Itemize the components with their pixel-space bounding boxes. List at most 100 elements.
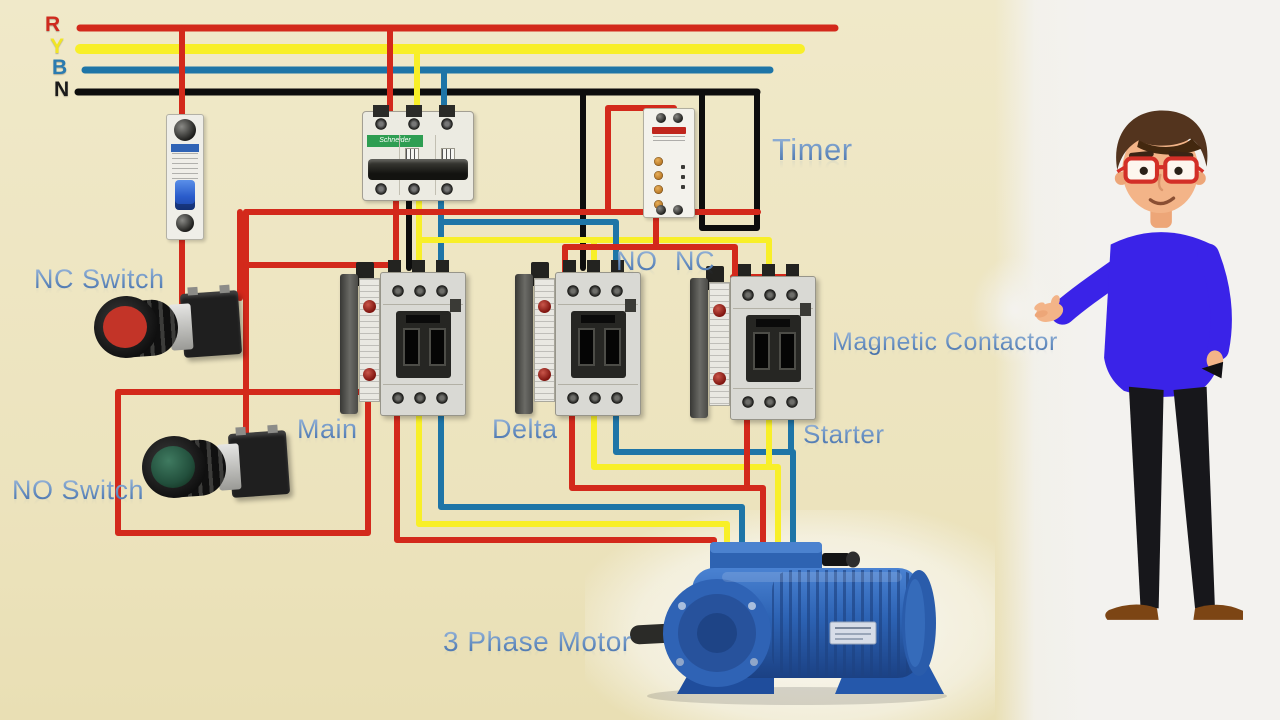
contactor-top-terminals: [563, 281, 633, 300]
bus-label-r: R: [45, 13, 61, 36]
timer-relay: [643, 108, 695, 218]
contactor-core-notch: [406, 315, 440, 323]
contactor-groove: [383, 304, 463, 305]
contactor-terminal-shrouds: [388, 260, 456, 274]
no-button-green-cap[interactable]: [151, 446, 195, 488]
mcb-toggle-lever[interactable]: [175, 180, 195, 210]
contactor-core-notch: [581, 315, 615, 323]
label-no-switch: NO Switch: [12, 475, 145, 505]
no-button-terminal: [235, 426, 246, 436]
contactor-body: [380, 272, 466, 416]
label-starter: Starter: [803, 419, 885, 449]
contactor-bottom-terminals: [388, 388, 458, 407]
wire-motor2-yellow: [591, 411, 781, 571]
contactor-brand-chip: [450, 299, 461, 312]
contactor-side-flange: [340, 274, 358, 414]
contactor-core-slot: [604, 328, 621, 366]
nc-button-terminal: [187, 286, 198, 296]
timer-led: [681, 185, 685, 189]
timer-led: [681, 165, 685, 169]
contactor-rating-label: [359, 278, 380, 402]
contactor-body: [730, 276, 816, 420]
contactor-core: [571, 311, 626, 378]
wire-control-link: [562, 244, 738, 280]
contactor-bottom-terminals: [738, 392, 808, 411]
contactor-groove: [733, 308, 813, 309]
breaker-bottom-terminals: [372, 180, 464, 198]
mcb-bottom-terminal-screw: [176, 214, 194, 232]
contactor-coil-terminal: [363, 300, 376, 313]
timer-bottom-terminal: [672, 205, 683, 215]
contactor-core-notch: [756, 319, 790, 327]
bus-label-n: N: [54, 78, 70, 101]
label-timer: Timer: [772, 132, 853, 167]
bus-label-y: Y: [50, 35, 65, 58]
contactor-coil-terminal: [538, 300, 551, 313]
contactor-body: [555, 272, 641, 416]
timer-bottom-terminal: [655, 205, 666, 215]
breaker-toggle-bar[interactable]: [368, 159, 468, 180]
contactor-core: [746, 315, 801, 382]
mcb-top-terminal-screw: [174, 119, 196, 141]
three-phase-motor: [622, 538, 952, 708]
contactor-coil-terminal: [713, 372, 726, 385]
contactor-top-terminals: [738, 285, 808, 304]
mcb-brand-strip: [171, 144, 199, 152]
presenter-character: [1028, 48, 1246, 713]
timer-dial[interactable]: [654, 157, 663, 166]
contactor-side-flange: [515, 274, 533, 414]
breaker-terminal-shrouds: [373, 105, 463, 117]
timer-brand-mark: [652, 127, 686, 134]
contactor-delta: [515, 260, 641, 418]
contactor-top-terminals: [388, 281, 458, 300]
contactor-coil-terminal: [363, 368, 376, 381]
contactor-rating-label: [709, 282, 730, 406]
label-magnetic-contactor: Magnetic Contactor: [832, 328, 1058, 356]
breaker-top-terminals: [372, 115, 464, 133]
contactor-groove: [558, 304, 638, 305]
contactor-core-slot: [429, 328, 446, 366]
label-3-phase-motor: 3 Phase Motor: [443, 626, 632, 657]
contactor-side-flange: [690, 278, 708, 418]
label-main: Main: [297, 414, 358, 444]
contactor-terminal-shrouds: [563, 260, 631, 274]
bus-label-b: B: [52, 56, 68, 79]
timer-dial[interactable]: [654, 171, 663, 180]
mcb-rating-text: [172, 153, 198, 179]
contactor-brand-chip: [800, 303, 811, 316]
timer-label-text: [653, 136, 685, 144]
contactor-starter: [690, 264, 816, 422]
wire-motor2-blue: [613, 411, 796, 571]
timer-top-terminal: [655, 113, 666, 123]
nc-button-red-cap[interactable]: [103, 306, 147, 348]
no-button-terminal: [267, 424, 278, 434]
contactor-terminal-shrouds: [738, 264, 806, 278]
nc-push-button[interactable]: [90, 284, 243, 374]
no-push-button[interactable]: [138, 424, 291, 514]
timer-top-terminal: [672, 113, 683, 123]
mcb-breaker: [166, 114, 204, 240]
contactor-core-slot: [403, 328, 420, 366]
motor-graphic: [630, 542, 947, 705]
wire-motor2-red: [569, 411, 766, 571]
contactor-groove: [733, 388, 813, 389]
contactor-coil-terminal: [538, 368, 551, 381]
label-delta: Delta: [492, 414, 558, 444]
contactor-core-slot: [578, 328, 595, 366]
timer-dial[interactable]: [654, 185, 663, 194]
wire-neutral-box: [699, 91, 760, 231]
three-pole-breaker: Schneider: [362, 105, 474, 201]
contactor-main: [340, 260, 466, 418]
contactor-coil-terminal: [713, 304, 726, 317]
timer-dial[interactable]: [654, 200, 663, 209]
contactor-bottom-terminals: [563, 388, 633, 407]
contactor-core: [396, 311, 451, 378]
contactor-groove: [558, 384, 638, 385]
nc-button-terminal: [219, 284, 230, 294]
contactor-groove: [383, 384, 463, 385]
label-nc-switch: NC Switch: [34, 264, 165, 294]
label-no: NO: [616, 246, 658, 276]
contactor-core-slot: [779, 332, 796, 370]
contactor-rating-label: [534, 278, 555, 402]
